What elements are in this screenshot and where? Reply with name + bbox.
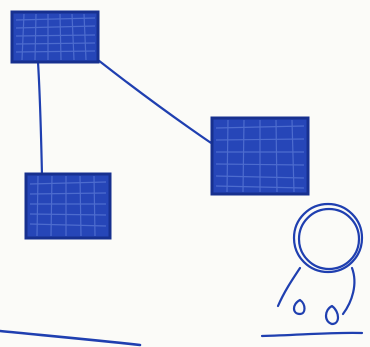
node-top-hatch [15,13,96,61]
person-icon [260,202,364,338]
edge-top-to-right [96,58,216,147]
edge-top-to-left [36,60,44,178]
person-head [292,202,364,274]
person-head-overdraw [297,207,361,271]
node-top [10,10,100,64]
person-right-hand [324,304,340,326]
node-right-hatch [215,119,305,193]
node-left-hatch [29,175,107,237]
node-left [24,172,112,240]
node-right [210,116,310,196]
person-desk-line [260,331,364,338]
person-left-hand [292,298,306,316]
person-right-shoulder [341,266,356,316]
person-left-shoulder [276,266,302,308]
ground-line [0,329,142,347]
